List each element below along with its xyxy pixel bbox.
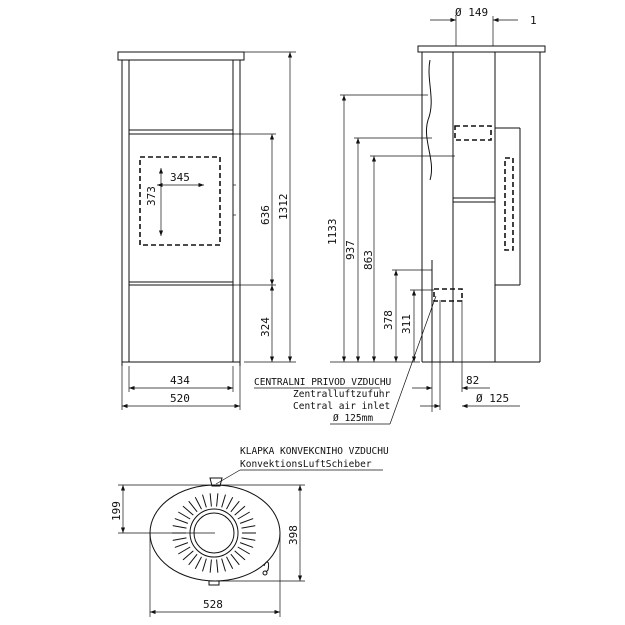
grate-slot (226, 497, 234, 510)
dim-height-863: 863 (362, 250, 375, 270)
grate-slot (174, 542, 189, 548)
dim-center-offset: 199 (110, 501, 123, 521)
grate-slot (230, 500, 240, 513)
damper-note: KLAPKA KONVEKCNIHO VZDUCHU KonvektionsLu… (209, 446, 389, 487)
damper-line-cz: KLAPKA KONVEKCNIHO VZDUCHU (240, 446, 389, 457)
grate-slot (194, 556, 202, 569)
dim-inlet-offset: 82 (466, 374, 479, 387)
grate-slot (241, 537, 256, 541)
dim-opening-width: 345 (170, 171, 190, 184)
front-view (117, 51, 245, 366)
grate-slot (221, 494, 226, 508)
grate-slot (237, 511, 250, 520)
dim-width: 528 (203, 598, 223, 611)
grate-slots (172, 493, 256, 573)
grate-slot (239, 518, 254, 524)
grate-slot (209, 493, 212, 507)
grate-slot (234, 550, 246, 561)
page-number: 1 (530, 14, 537, 27)
grate-slot (216, 559, 219, 573)
dim-opening-height: 373 (145, 186, 158, 206)
grate-slot (194, 497, 202, 510)
dim-flue-diameter: Ø 149 (455, 6, 488, 19)
grate-slot (209, 559, 212, 573)
note-line-diameter: Ø 125mm (333, 413, 373, 424)
grate-slot (239, 542, 254, 548)
dim-total-height: 1312 (277, 194, 290, 221)
central-air-inlet-note: CENTRALNI PRIVOD VZDUCHU Zentralluftzufu… (254, 295, 437, 425)
grate-slot (178, 546, 191, 555)
dim-height-937: 937 (344, 240, 357, 260)
top-view (149, 484, 281, 586)
grate-slot (202, 494, 207, 508)
note-line-cz: CENTRALNI PRIVOD VZDUCHU (254, 377, 392, 388)
grate-slot (226, 556, 234, 569)
grate-slot (234, 505, 246, 516)
note-line-en: Central air inlet (293, 401, 390, 412)
dim-total-width: 520 (170, 392, 190, 405)
grate-slot (241, 525, 256, 529)
grate-slot (216, 493, 219, 507)
dim-door-height: 636 (259, 205, 272, 225)
grate-slot (174, 518, 189, 524)
grate-slot (188, 553, 198, 566)
grate-slot (172, 525, 187, 529)
dim-door-bottom: 324 (259, 317, 272, 337)
grate-slot (188, 500, 198, 513)
damper-line-de: KonvektionsLuftSchieber (240, 459, 372, 470)
grate-slot (230, 553, 240, 566)
firebox-opening (139, 156, 221, 246)
dim-height-1133: 1133 (326, 219, 339, 246)
side-view (417, 45, 546, 363)
note-line-de: Zentralluftzufuhr (293, 389, 391, 400)
grate-slot (202, 558, 207, 572)
grate-slot (178, 511, 191, 520)
grate-slot (172, 537, 187, 541)
grate-slot (237, 546, 250, 555)
dim-height-311: 311 (400, 314, 413, 334)
grate-slot (221, 558, 226, 572)
dim-depth: 398 (287, 525, 300, 545)
dim-inner-width: 434 (170, 374, 190, 387)
dim-inlet-diameter: Ø 125 (476, 392, 509, 405)
grate-slot (182, 550, 194, 561)
grate-slot (182, 505, 194, 516)
dim-height-378: 378 (382, 310, 395, 330)
